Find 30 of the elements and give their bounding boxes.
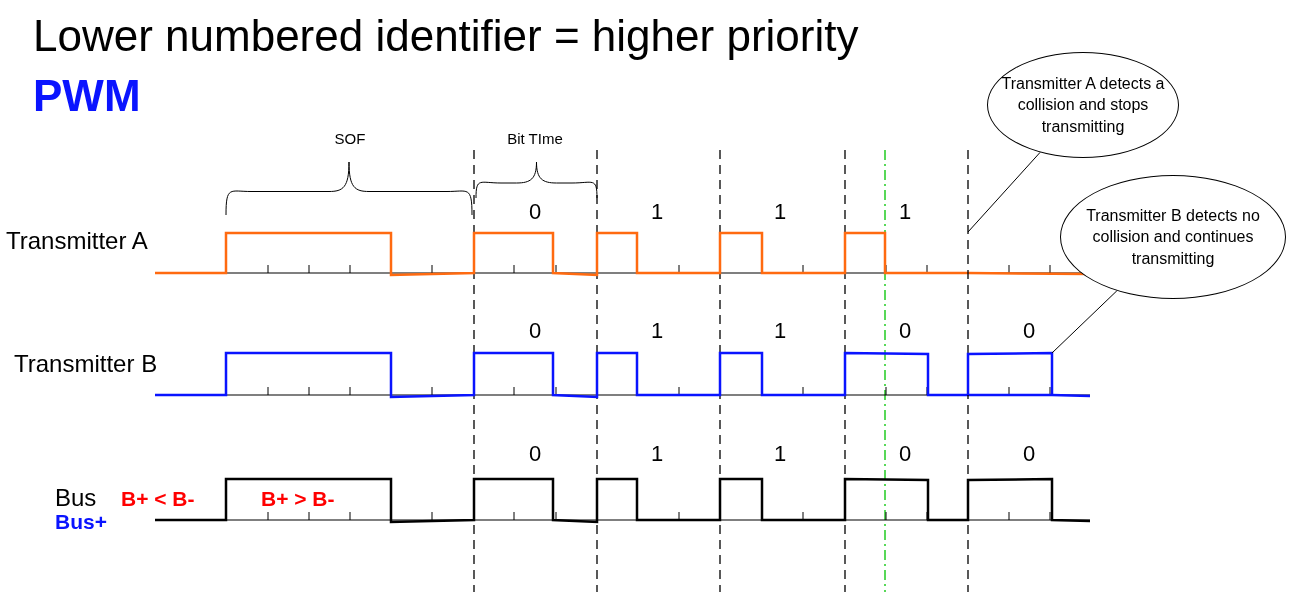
bit-value: 0 <box>528 443 542 465</box>
bit-value: 0 <box>528 201 542 223</box>
subheading: PWM <box>33 74 141 118</box>
signal-label: Bus+ <box>55 511 107 532</box>
callout-text: Transmitter A detects a collision and stops transmitting <box>1000 73 1166 137</box>
condition-label: B+ < B- <box>121 488 195 509</box>
bit-value: 0 <box>1022 443 1036 465</box>
condition-label: B+ > B- <box>261 488 335 509</box>
bit-value: 1 <box>898 201 912 223</box>
leader-line <box>967 151 1041 233</box>
signal-label: Transmitter B <box>14 352 158 376</box>
bit-value: 1 <box>773 201 787 223</box>
callout-text: Transmitter B detects no collision and continues transmitting <box>1085 205 1261 269</box>
bit-value: 1 <box>773 320 787 342</box>
bit-value: 0 <box>1022 320 1036 342</box>
bit-value: 1 <box>650 201 664 223</box>
bit-value: 0 <box>528 320 542 342</box>
waveform-pulse <box>966 351 1054 395</box>
leader-line <box>1051 290 1118 354</box>
brace-label: Bit TIme <box>507 131 563 146</box>
bit-value: 1 <box>773 443 787 465</box>
bit-value: 0 <box>898 443 912 465</box>
bit-value: 1 <box>650 443 664 465</box>
signal-label: Bus <box>55 486 97 510</box>
bit-boundary-line <box>967 149 969 592</box>
title: Lower numbered identifier = higher priority <box>33 14 859 58</box>
bit-value: 0 <box>898 320 912 342</box>
signal-label: Transmitter A <box>6 229 148 253</box>
brace-label: SOF <box>334 131 366 146</box>
bit-value: 1 <box>650 320 664 342</box>
